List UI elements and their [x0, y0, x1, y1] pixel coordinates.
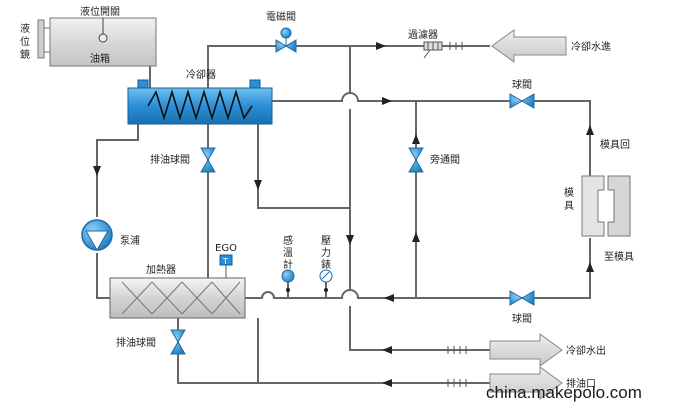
- bypass-valve: [408, 147, 424, 173]
- pump: [81, 219, 113, 251]
- temp-gauge: [281, 269, 295, 292]
- pg-char: 力: [321, 246, 331, 259]
- tg-char: 溫: [283, 247, 293, 259]
- cooling-water-out-label: 冷卻水出: [566, 344, 606, 357]
- cooling-water-in-label: 冷卻水進: [571, 40, 611, 53]
- ball-valve-bottom-label: 球閥: [512, 312, 532, 325]
- drain-ball-valve-bottom: [170, 329, 186, 355]
- mold: [581, 175, 631, 237]
- arrow-right-2: [382, 346, 392, 354]
- bypass-valve-label: 旁通閥: [430, 153, 460, 166]
- flow-arrows: [93, 42, 594, 387]
- tg-char: 計: [283, 258, 293, 271]
- cooler: [127, 79, 273, 125]
- oil-tank: [37, 17, 157, 67]
- arrow-down-3: [346, 235, 354, 245]
- pressure-gauge-label: 壓 力 錶: [321, 235, 331, 271]
- arrow-left-1: [376, 42, 386, 50]
- level-switch-label: 液位開關: [80, 5, 120, 18]
- arrow-down-2: [254, 180, 262, 190]
- outlet-fittings: [447, 346, 467, 387]
- temp-gauge-label: 感 溫 計: [283, 234, 293, 271]
- pipe-mold-return: [272, 92, 591, 198]
- to-mold-label: 至模具: [604, 251, 634, 263]
- pipe-to-mold: [245, 238, 591, 299]
- arrow-up-1: [412, 134, 420, 144]
- solenoid-valve: [275, 27, 297, 53]
- drain-ball-valve-bottom-label: 排油球閥: [116, 336, 156, 349]
- mold-return-label: 模具回: [600, 139, 630, 151]
- arrow-up-3: [586, 125, 594, 135]
- arrow-down-1: [93, 166, 101, 176]
- sg-char: 鏡: [20, 48, 30, 61]
- arrow-up-2: [412, 232, 420, 242]
- drain-outlet-label: 排油口: [566, 377, 596, 390]
- drain-ball-valve-top: [200, 147, 216, 173]
- pipe-gauges: [287, 282, 327, 298]
- watermark: china.makepolo.com: [486, 383, 642, 402]
- ball-valve-bottom: [509, 290, 535, 306]
- solenoid-valve-label: 電磁閥: [266, 10, 296, 23]
- heater-label: 加熱器: [146, 263, 176, 276]
- sg-char: 位: [20, 35, 30, 48]
- pressure-gauge: [319, 269, 333, 292]
- mold-char: 具: [564, 200, 574, 212]
- pg-char: 壓: [321, 235, 331, 247]
- cooling-water-out-arrow: [489, 333, 563, 367]
- pipe-pump-heater: [96, 253, 110, 299]
- arrow-right-1: [384, 294, 394, 302]
- cooler-label: 冷卻器: [186, 68, 216, 81]
- sight-glass-label: 液 位 鏡: [20, 22, 30, 61]
- pipe-central: [349, 46, 490, 351]
- strainer: [423, 41, 463, 59]
- heater: [109, 277, 246, 319]
- arrow-up-4: [586, 262, 594, 272]
- pipe-cooler-pump: [96, 124, 139, 217]
- cooling-water-in-arrow: [491, 29, 567, 63]
- strainer-label: 過濾器: [408, 28, 438, 41]
- ball-valve-top-label: 球閥: [512, 78, 532, 91]
- mold-char: 模: [564, 187, 574, 199]
- ego-label: EGO: [215, 243, 237, 254]
- pg-char: 錶: [321, 259, 331, 271]
- pipe-cooler-bottom: [257, 124, 350, 209]
- mold-label: 模 具: [564, 187, 574, 212]
- oil-tank-label: 油箱: [90, 52, 110, 65]
- ball-valve-top: [509, 93, 535, 109]
- svg-text:T: T: [222, 257, 228, 266]
- drain-outlet-arrow: [489, 366, 563, 400]
- tg-char: 感: [283, 234, 293, 247]
- ego-sensor: T: [219, 254, 233, 278]
- arrow-right-3: [382, 379, 392, 387]
- arrow-left-2: [382, 97, 392, 105]
- sg-char: 液: [20, 22, 30, 35]
- pump-label: 泵浦: [120, 234, 140, 247]
- pipe-cooling-water-in: [207, 45, 490, 88]
- drain-ball-valve-top-label: 排油球閥: [150, 153, 190, 166]
